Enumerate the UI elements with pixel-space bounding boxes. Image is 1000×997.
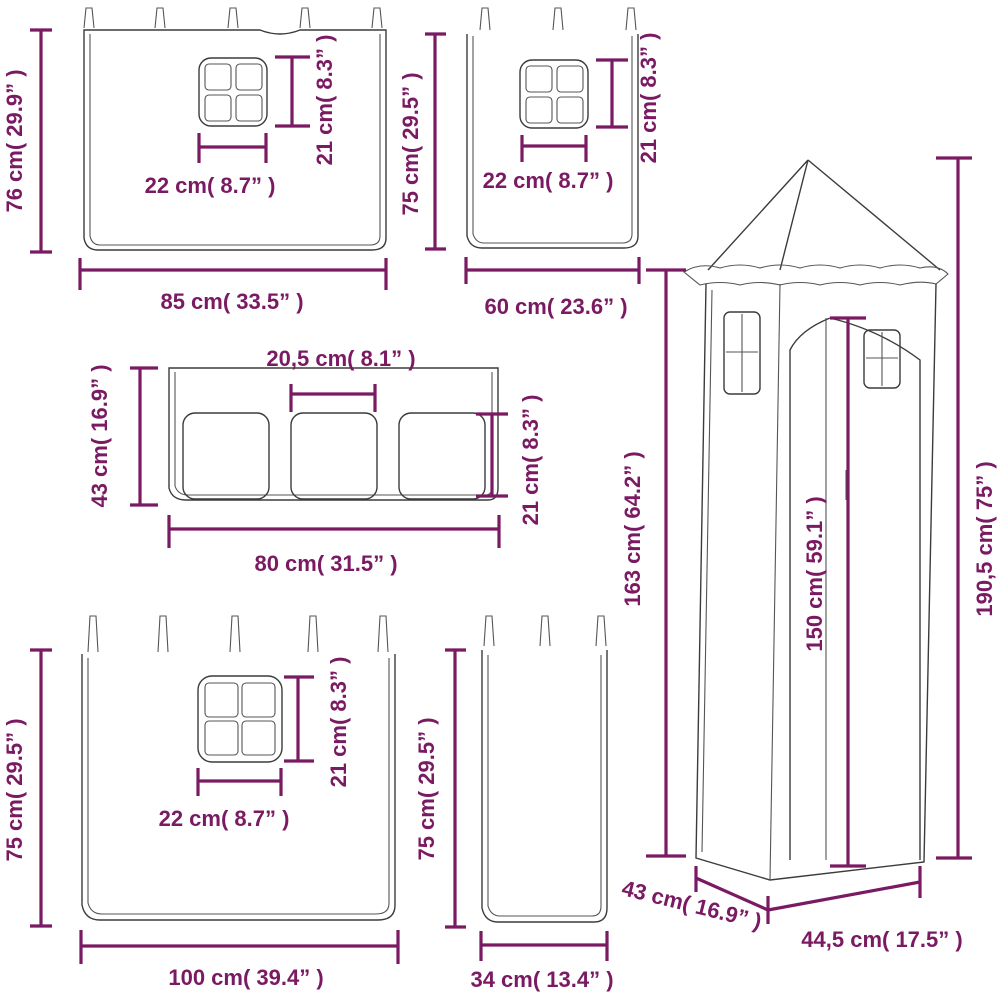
width-label: 44,5 cm( 17.5” ) (801, 927, 962, 952)
curtain-outline (481, 615, 608, 923)
height-dimension-line (30, 648, 52, 928)
width-dimension-line (79, 930, 400, 964)
window-width-line (289, 384, 377, 412)
height-label: 43 cm( 16.9” ) (87, 364, 112, 507)
width-label: 80 cm( 31.5” ) (254, 551, 397, 576)
total-height-dimension-line (936, 156, 972, 860)
width-dimension-line (767, 866, 922, 912)
window-height-label: 21 cm( 8.3” ) (518, 395, 543, 526)
curtain-outline (466, 7, 639, 249)
window-width-line (520, 135, 588, 162)
width-dimension-line (167, 515, 501, 548)
panel-top-right: 75 cm( 29.5” ) 60 cm( 23.6” ) 22 cm( 8.7… (398, 7, 661, 319)
height-label: 75 cm( 29.5” ) (398, 72, 423, 215)
height-label: 75 cm( 29.5” ) (414, 717, 439, 860)
window-height-label: 21 cm( 8.3” ) (636, 33, 661, 164)
width-label: 34 cm( 13.4” ) (470, 967, 613, 992)
panel-bottom-left: 75 cm( 29.5” ) 100 cm( 39.4” ) 22 cm( 8.… (2, 615, 400, 990)
door-height-dimension-line (830, 316, 866, 868)
window-height-label: 21 cm( 8.3” ) (312, 35, 337, 166)
window-width-label: 22 cm( 8.7” ) (483, 168, 614, 193)
tower: 190,5 cm( 75” ) 163 cm( 64.2” ) 150 cm( … (619, 156, 997, 952)
height-label: 75 cm( 29.5” ) (2, 718, 27, 861)
curtain-outline (168, 367, 499, 501)
width-label: 100 cm( 39.4” ) (168, 965, 323, 990)
window-height-line (476, 412, 508, 498)
total-height-label: 190,5 cm( 75” ) (972, 461, 997, 616)
window-height-line (596, 58, 628, 129)
window-width-label: 22 cm( 8.7” ) (159, 806, 290, 831)
window-height-label: 21 cm( 8.3” ) (326, 657, 351, 788)
width-dimension-line (78, 258, 388, 290)
width-label: 85 cm( 33.5” ) (160, 289, 303, 314)
window-width-line (197, 133, 268, 163)
height-label: 76 cm( 29.9” ) (2, 69, 27, 212)
height-dimension-line (130, 366, 158, 507)
curtain-outline (81, 615, 396, 921)
panel-middle: 43 cm( 16.9” ) 80 cm( 31.5” ) 20,5 cm( 8… (87, 346, 543, 576)
window-icon (198, 57, 268, 127)
window-panes (182, 412, 486, 500)
panel-top-left: 76 cm( 29.9” ) 85 cm( 33.5” ) 22 cm( 8.7… (2, 7, 388, 314)
window-icon (519, 59, 589, 129)
door-height-label: 150 cm( 59.1” ) (802, 496, 827, 651)
height-dimension-line (425, 32, 446, 251)
window-width-line (196, 768, 283, 796)
curtain-outline (83, 7, 387, 251)
height-dimension-line (445, 648, 466, 929)
window-height-line (284, 675, 314, 763)
width-dimension-line (464, 257, 641, 284)
panel-bottom-mid: 75 cm( 29.5” ) 34 cm( 13.4” ) (414, 615, 614, 992)
depth-label: 43 cm( 16.9” ) (619, 875, 764, 934)
window-width-label: 22 cm( 8.7” ) (145, 173, 276, 198)
height-dimension-line (30, 28, 52, 254)
body-height-dimension-line (646, 268, 686, 858)
window-icon (197, 675, 283, 763)
width-dimension-line (479, 931, 609, 961)
window-width-label: 20,5 cm( 8.1” ) (266, 346, 415, 371)
window-height-line (275, 55, 310, 128)
body-height-label: 163 cm( 64.2” ) (620, 451, 645, 606)
width-label: 60 cm( 23.6” ) (484, 294, 627, 319)
tower-outline (683, 159, 949, 881)
